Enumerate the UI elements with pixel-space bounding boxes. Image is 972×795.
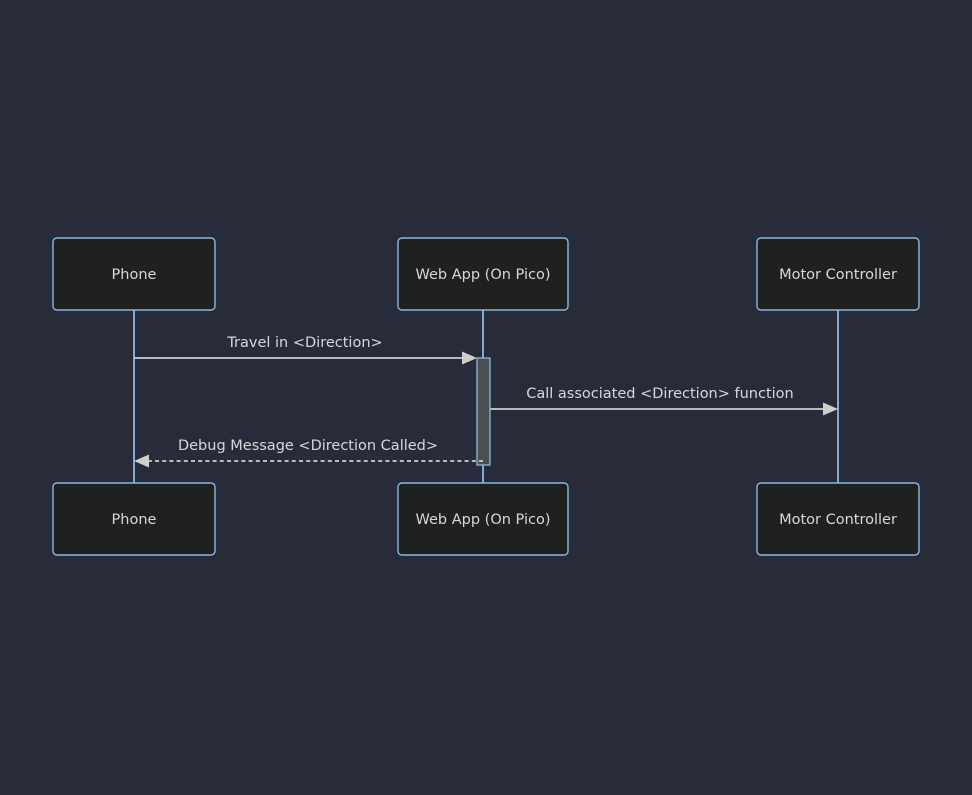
participant-box-top-motor[interactable]: Motor Controller	[756, 237, 920, 311]
participant-rect-bottom-webapp[interactable]	[397, 482, 569, 556]
participant-label-top-webapp: Web App (On Pico)	[416, 267, 551, 283]
message-call-associated-function: Call associated <Direction> function	[490, 386, 838, 416]
participant-box-bottom-phone[interactable]: Phone	[52, 482, 216, 556]
participant-box-bottom-webapp[interactable]: Web App (On Pico)	[397, 482, 569, 556]
participant-box-top-webapp[interactable]: Web App (On Pico)	[397, 237, 569, 311]
participant-rect-top-webapp[interactable]	[397, 237, 569, 311]
participant-label-bottom-webapp: Web App (On Pico)	[416, 512, 551, 528]
participant-box-bottom-motor[interactable]: Motor Controller	[756, 482, 920, 556]
activation-bar-webapp	[476, 357, 491, 466]
participant-rect-bottom-motor[interactable]	[756, 482, 920, 556]
participant-label-top-motor: Motor Controller	[779, 267, 897, 283]
participant-rect-top-phone[interactable]	[52, 237, 216, 311]
message-label-2: Call associated <Direction> function	[526, 386, 794, 402]
message-travel-in-direction: Travel in <Direction>	[134, 335, 477, 365]
message-arrowhead-2	[823, 402, 838, 416]
participant-label-bottom-motor: Motor Controller	[779, 512, 897, 528]
participant-rect-top-motor[interactable]	[756, 237, 920, 311]
participant-rect-bottom-phone[interactable]	[52, 482, 216, 556]
message-label-1: Travel in <Direction>	[226, 335, 382, 351]
message-arrowhead-1	[462, 351, 477, 365]
message-debug-message: Debug Message <Direction Called>	[134, 438, 483, 468]
participant-box-top-phone[interactable]: Phone	[52, 237, 216, 311]
message-arrowhead-3	[134, 454, 149, 468]
message-label-3: Debug Message <Direction Called>	[178, 438, 438, 454]
participant-label-bottom-phone: Phone	[112, 512, 157, 528]
activation-bars-group	[476, 357, 491, 466]
participant-label-top-phone: Phone	[112, 267, 157, 283]
